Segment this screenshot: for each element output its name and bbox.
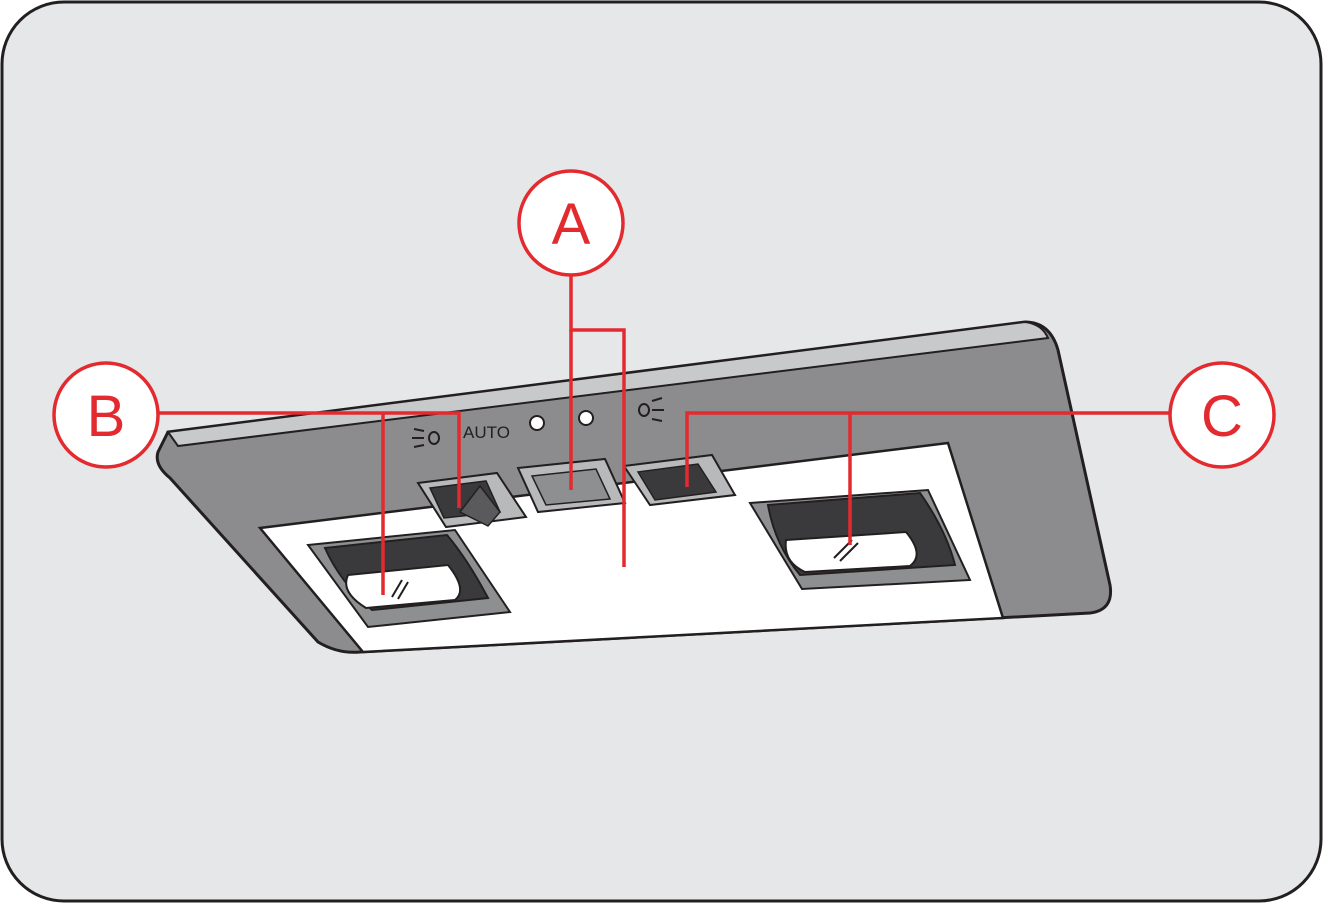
callout-b-label: B xyxy=(87,384,126,449)
callout-b-leader xyxy=(158,411,461,508)
indicator-led-icon xyxy=(529,415,545,431)
interior-light-left-icon xyxy=(412,428,440,448)
callout-c-label: C xyxy=(1201,384,1243,449)
switch-legend: AUTO xyxy=(412,397,664,448)
callout-b: B xyxy=(52,361,160,469)
left-rocker-switch[interactable] xyxy=(416,471,528,529)
window-glass-icon xyxy=(391,579,409,600)
right-rocker-switch[interactable] xyxy=(622,453,737,507)
callout-c: C xyxy=(1168,361,1276,469)
auto-label: AUTO xyxy=(463,423,510,442)
callout-a-leader xyxy=(569,275,626,567)
interior-light-right-icon xyxy=(638,397,664,422)
callout-a: A xyxy=(517,169,625,277)
left-map-light[interactable] xyxy=(306,528,512,629)
indicator-led-icon xyxy=(578,410,594,426)
right-map-light[interactable] xyxy=(748,488,972,591)
callout-leaders xyxy=(158,275,1170,595)
callout-c-leader xyxy=(685,411,1170,487)
callout-a-label: A xyxy=(552,192,591,257)
